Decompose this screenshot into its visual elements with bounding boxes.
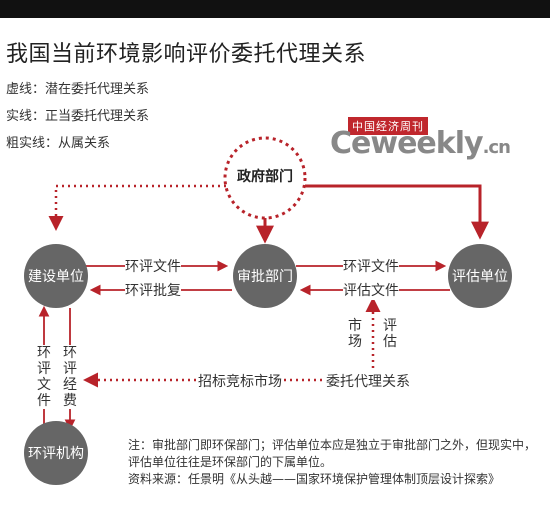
eia-node-label: 环评机构 bbox=[28, 446, 84, 462]
label-eia-document: 环评文件 bbox=[36, 345, 52, 409]
label-approver-builder: 环评批复 bbox=[125, 280, 181, 300]
watermark-logo-en: Ceweekly.cn bbox=[330, 126, 511, 161]
gov-node-circle bbox=[223, 136, 307, 220]
edge-gov-builder bbox=[48, 184, 226, 231]
evaluator-node-circle bbox=[448, 244, 512, 308]
legend-bold: 粗实线：从属关系 bbox=[6, 136, 111, 151]
note-line-2: 评估单位往往是环保部门的下属单位。 bbox=[128, 455, 333, 469]
source-note: 资料来源：任景明《从头越——国家环境保护管理体制顶层设计探索》 bbox=[128, 472, 501, 486]
watermark-logo-cn: 中国经济周刊 bbox=[348, 117, 428, 135]
builder-node-circle bbox=[24, 244, 88, 308]
label-agency-relation: 委托代理关系 bbox=[326, 371, 410, 391]
label-builder-approver: 环评文件 bbox=[125, 256, 181, 276]
builder-node-label: 建设单位 bbox=[28, 269, 84, 285]
approver-node-label: 审批部门 bbox=[237, 269, 293, 285]
label-bidding-market: 招标竞标市场 bbox=[198, 371, 282, 391]
gov-node-label: 政府部门 bbox=[237, 169, 293, 185]
legend-solid: 实线：正当委托代理关系 bbox=[6, 109, 150, 124]
label-market: 市场 bbox=[347, 318, 363, 350]
approver-node-circle bbox=[233, 244, 297, 308]
label-approver-evaluator: 环评文件 bbox=[343, 256, 399, 276]
label-eia-fee: 环评经费 bbox=[62, 345, 78, 409]
top-bar bbox=[0, 0, 550, 18]
legend-dashed: 虚线：潜在委托代理关系 bbox=[6, 82, 150, 97]
label-evaluator-approver: 评估文件 bbox=[343, 280, 399, 300]
page-title: 我国当前环境影响评价委托代理关系 bbox=[6, 42, 367, 67]
label-evaluate: 评估 bbox=[382, 318, 398, 350]
evaluator-node-label: 评估单位 bbox=[452, 269, 508, 285]
edge-gov-evaluator bbox=[305, 184, 489, 240]
note-line-1: 注：审批部门即环保部门；评估单位本应是独立于审批部门之外，但现实中， bbox=[128, 438, 537, 452]
eia-node-circle bbox=[24, 421, 88, 485]
